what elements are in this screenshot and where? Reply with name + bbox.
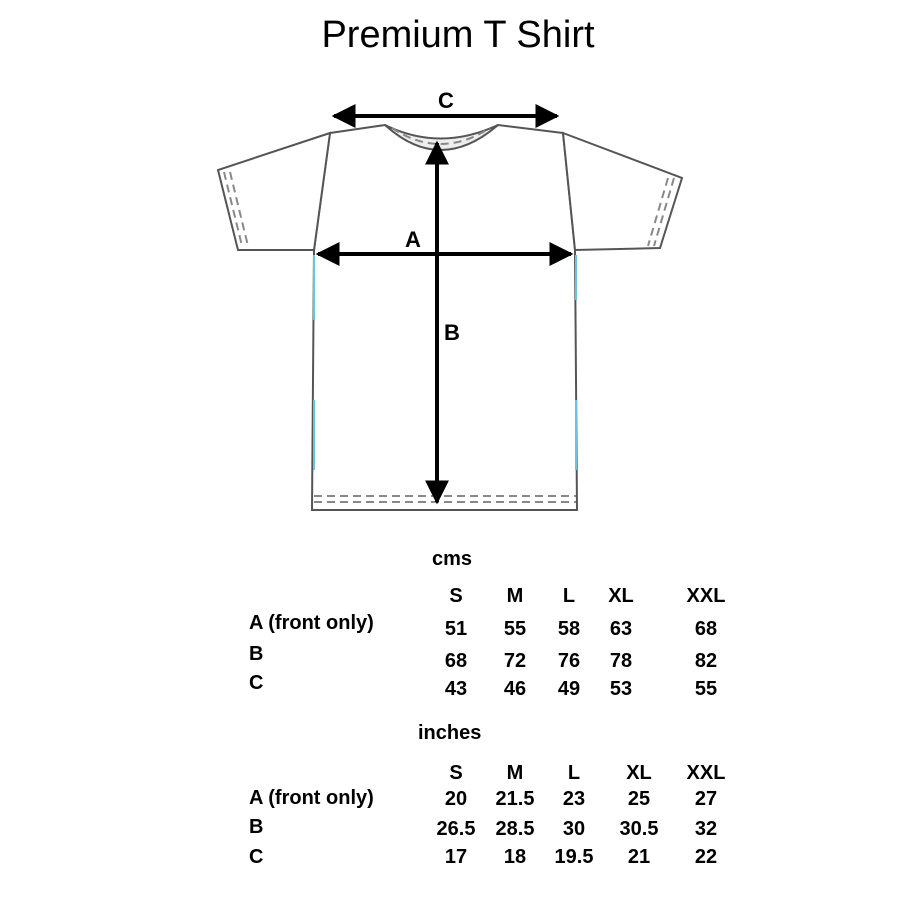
table-cell: 68 xyxy=(694,618,718,640)
table-cell: 28.5 xyxy=(495,818,535,840)
size-header: M xyxy=(506,585,524,607)
table-cell: 26.5 xyxy=(436,818,476,840)
size-header: S xyxy=(449,762,463,784)
tshirt-measurement-diagram: C A B xyxy=(216,88,684,511)
right-sleeve xyxy=(561,131,684,252)
table-cell: 19.5 xyxy=(554,846,594,868)
label-c: C xyxy=(438,88,454,113)
table-cell: 68 xyxy=(444,650,468,672)
row-label: C xyxy=(249,672,264,694)
row-label: A (front only) xyxy=(249,787,374,809)
table-cell: 43 xyxy=(444,678,468,700)
table-cell: 72 xyxy=(503,650,527,672)
table-cell: 49 xyxy=(557,678,581,700)
table-cell: 32 xyxy=(694,818,718,840)
table-cell: 23 xyxy=(562,788,586,810)
size-header: XXL xyxy=(686,762,726,784)
table-cell: 58 xyxy=(557,618,581,640)
row-label: B xyxy=(249,816,264,838)
label-a: A xyxy=(405,227,421,252)
table-cell: 82 xyxy=(694,650,718,672)
page-title: Premium T Shirt xyxy=(321,14,595,56)
left-sleeve xyxy=(216,131,332,251)
table-cell: 76 xyxy=(557,650,581,672)
row-label: B xyxy=(249,643,264,665)
table-cell: 63 xyxy=(609,618,633,640)
table-cell: 22 xyxy=(694,846,718,868)
table-cell: 78 xyxy=(609,650,633,672)
size-header: XXL xyxy=(686,585,726,607)
table-cell: 27 xyxy=(694,788,718,810)
size-header: M xyxy=(506,762,524,784)
tshirt-outline xyxy=(216,123,684,511)
table-cell: 17 xyxy=(444,846,468,868)
size-header: XL xyxy=(626,762,652,784)
unit-heading: cms xyxy=(432,548,473,570)
table-cell: 30 xyxy=(562,818,586,840)
label-b: B xyxy=(444,320,460,345)
table-cell: 25 xyxy=(627,788,651,810)
unit-heading: inches xyxy=(418,722,482,744)
row-label: A (front only) xyxy=(249,612,374,634)
row-label: C xyxy=(249,846,264,868)
table-cell: 55 xyxy=(694,678,718,700)
table-cell: 51 xyxy=(444,618,468,640)
table-cell: 30.5 xyxy=(619,818,659,840)
size-header: L xyxy=(567,762,581,784)
table-cell: 53 xyxy=(609,678,633,700)
table-cell: 55 xyxy=(503,618,527,640)
table-cell: 21.5 xyxy=(495,788,535,810)
table-cell: 20 xyxy=(444,788,468,810)
side-seams xyxy=(313,255,577,470)
table-cell: 18 xyxy=(503,846,527,868)
table-cell: 46 xyxy=(503,678,527,700)
size-header: XL xyxy=(608,585,634,607)
size-header: L xyxy=(562,585,576,607)
table-cell: 21 xyxy=(627,846,651,868)
size-header: S xyxy=(449,585,463,607)
